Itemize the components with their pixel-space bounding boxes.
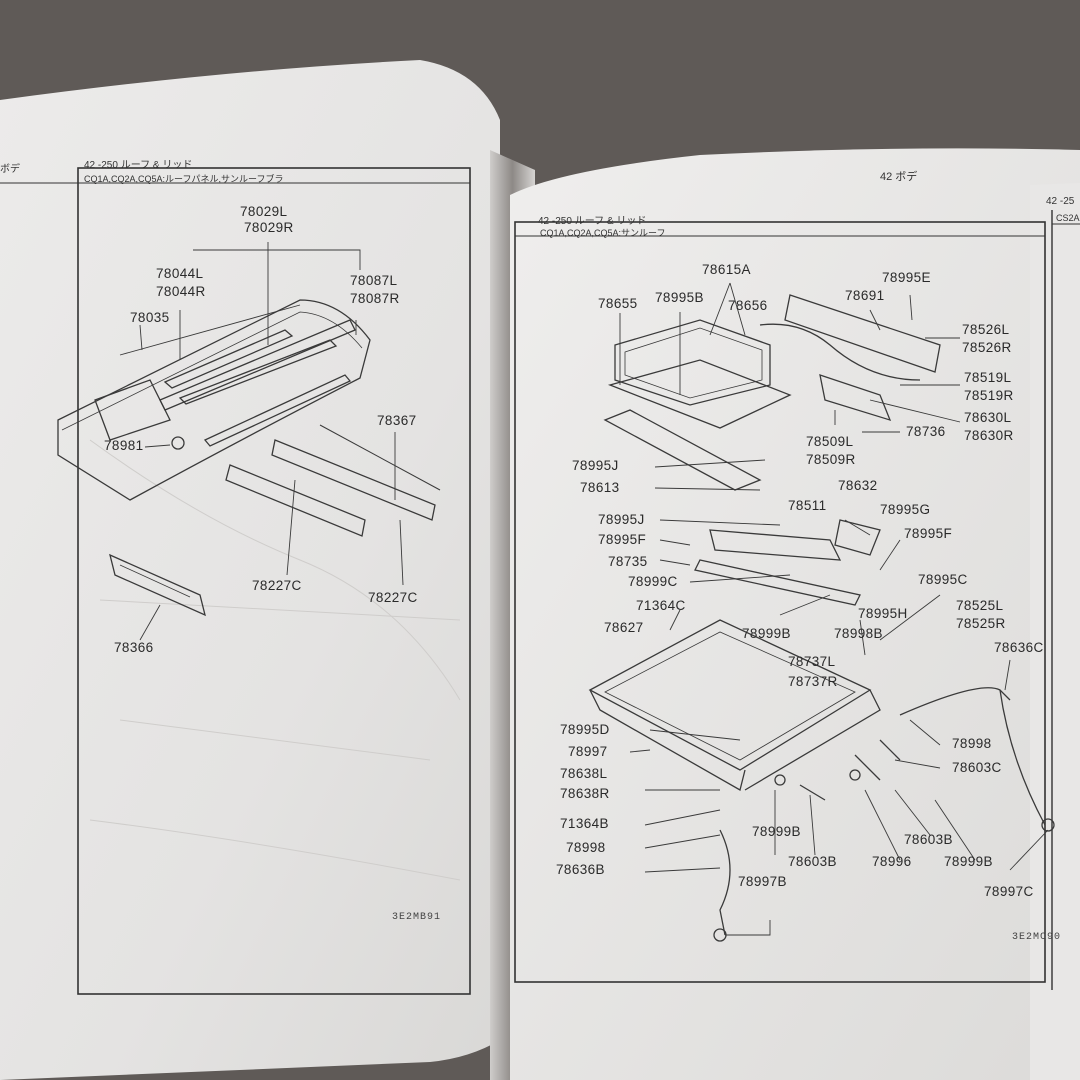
part-label: 78997 <box>568 744 608 759</box>
part-label: 78735 <box>608 554 648 569</box>
part-label: 78996 <box>872 854 912 869</box>
part-label: 78636C <box>994 640 1044 655</box>
part-label: 78519R <box>964 388 1014 403</box>
part-label: 78526L <box>962 322 1010 337</box>
part-label: 78995F <box>904 526 953 541</box>
part-label: 78997C <box>984 884 1034 899</box>
left-page-header: ボデ <box>0 164 20 175</box>
left-section-header: 42 -250 ルーフ & リッド <box>84 160 193 171</box>
part-label: 78999C <box>628 574 678 589</box>
part-label: 78995F <box>598 532 647 547</box>
part-label: 78029R <box>244 220 294 235</box>
part-label: 78995D <box>560 722 610 737</box>
next-page-model-line: CS2A <box>1056 213 1080 223</box>
part-label: 78998 <box>952 736 992 751</box>
part-label: 78526R <box>962 340 1012 355</box>
part-label: 78615A <box>702 262 751 277</box>
part-label: 78035 <box>130 310 170 325</box>
part-label: 78995E <box>882 270 931 285</box>
next-page-section-header: 42 -25 <box>1046 196 1075 207</box>
part-label: 78029L <box>240 204 288 219</box>
part-label: 78737L <box>788 654 836 669</box>
part-label: 78655 <box>598 296 638 311</box>
part-label: 78995H <box>858 606 908 621</box>
part-label: 78509R <box>806 452 856 467</box>
part-label: 78995J <box>572 458 619 473</box>
part-label: 78603B <box>904 832 953 847</box>
part-label: 78519L <box>964 370 1012 385</box>
part-label: 78691 <box>845 288 885 303</box>
part-label: 78999B <box>742 626 791 641</box>
part-label: 78509L <box>806 434 854 449</box>
part-label: 78630R <box>964 428 1014 443</box>
part-label: 78603B <box>788 854 837 869</box>
part-label: 78736 <box>906 424 946 439</box>
part-label: 78998B <box>834 626 883 641</box>
part-label: 78227C <box>252 578 302 593</box>
part-label: 78603C <box>952 760 1002 775</box>
part-label: 78995J <box>598 512 645 527</box>
part-label: 78638R <box>560 786 610 801</box>
right-page-header: 42 ボデ <box>880 171 918 183</box>
left-model-line: CQ1A,CQ2A,CQ5A:ルーフパネル,サンルーフブラ <box>84 174 284 184</box>
part-label: 71364B <box>560 816 609 831</box>
part-label: 78636B <box>556 862 605 877</box>
part-label: 78525R <box>956 616 1006 631</box>
part-label: 78998 <box>566 840 606 855</box>
part-label: 78632 <box>838 478 878 493</box>
part-label: 78087L <box>350 273 398 288</box>
right-section-header: 42 -250 ルーフ & リッド <box>538 216 647 227</box>
figure-code: 3E2MB91 <box>392 912 442 923</box>
part-label: 78638L <box>560 766 608 781</box>
part-label: 78511 <box>788 498 827 513</box>
part-label: 78366 <box>114 640 154 655</box>
part-label: 78525L <box>956 598 1004 613</box>
part-label: 78656 <box>728 298 768 313</box>
part-label: 78981 <box>104 438 144 453</box>
part-label: 78999B <box>752 824 801 839</box>
part-label: 78995G <box>880 502 931 517</box>
part-label: 78627 <box>604 620 644 635</box>
part-label: 78999B <box>944 854 993 869</box>
part-label: 78997B <box>738 874 787 889</box>
part-label: 78044R <box>156 284 206 299</box>
right-model-line: CQ1A,CQ2A,CQ5A:サンルーフ <box>540 228 666 238</box>
part-label: 78087R <box>350 291 400 306</box>
part-label: 78227C <box>368 590 418 605</box>
figure-code: 3E2MC90 <box>1012 932 1062 943</box>
part-label: 78630L <box>964 410 1012 425</box>
part-label: 78995C <box>918 572 968 587</box>
part-label: 78613 <box>580 480 620 495</box>
part-label: 78044L <box>156 266 204 281</box>
part-label: 78995B <box>655 290 704 305</box>
part-label: 71364C <box>636 598 686 613</box>
part-label: 78367 <box>377 413 417 428</box>
part-label: 78737R <box>788 674 838 689</box>
